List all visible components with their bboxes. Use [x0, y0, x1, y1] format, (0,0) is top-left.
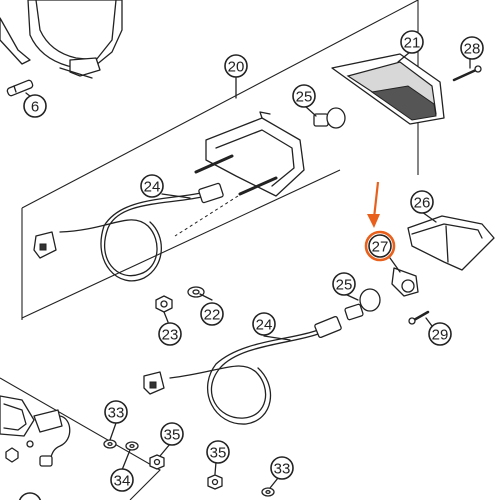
callout-25-bottom: 25 [332, 272, 356, 296]
hardware-washer-33b [261, 487, 275, 497]
callout-33-left: 33 [104, 400, 128, 424]
highlight-arrow-shaft [372, 181, 380, 219]
callout-label: 33 [274, 461, 291, 478]
callout-24-bottom: 24 [252, 312, 276, 336]
callout-label: 35 [210, 445, 227, 462]
hardware-washer-34 [125, 441, 139, 451]
callout-label: 26 [414, 195, 431, 212]
callout-label: 24 [256, 317, 273, 334]
screw-part-28 [452, 65, 482, 82]
bulb-part-25-bottom [344, 288, 381, 321]
bracket-part-27 [391, 267, 419, 297]
hardware-washer-33a [103, 439, 117, 449]
callout-label: 23 [162, 327, 179, 344]
screw-part-29 [408, 310, 430, 325]
callout-label: 25 [336, 277, 353, 294]
callout-27-highlighted: 27 [364, 230, 396, 262]
callout-28: 28 [460, 36, 484, 60]
callout-label: 21 [404, 35, 421, 52]
callout-21: 21 [400, 30, 424, 54]
callout-24-top: 24 [140, 174, 164, 198]
callout-33-right: 33 [270, 456, 294, 480]
highlight-arrow [367, 181, 380, 228]
callout-26: 26 [410, 190, 434, 214]
callout-label: 22 [204, 307, 221, 324]
headlight-housing [0, 0, 123, 79]
callout-35-left: 35 [160, 422, 184, 446]
callout-label: 20 [228, 59, 245, 76]
nut-part-23 [155, 295, 173, 313]
highlight-arrow-head [367, 214, 380, 228]
callout-25-top: 25 [292, 84, 316, 108]
callout-label: 28 [464, 41, 481, 58]
wiring-harness-part-24-top [33, 182, 224, 282]
pin-part-6 [6, 79, 34, 97]
callout-29: 29 [428, 322, 452, 346]
hardware-nut-35b [207, 474, 223, 490]
callout-label: 35 [164, 427, 181, 444]
highlight-ring [364, 230, 396, 262]
lens-cover-part-26 [407, 215, 495, 271]
lens-part-21 [331, 53, 445, 125]
callout-label: 34 [114, 473, 131, 490]
callout-label: 27 [372, 239, 389, 256]
hardware-nut-35a [149, 454, 165, 470]
callout-22: 22 [200, 302, 224, 326]
callout-label: 6 [31, 99, 39, 116]
callout-label: 29 [432, 327, 449, 344]
callout-partial-bottom-left [18, 492, 42, 500]
turn-signal-frame [0, 377, 161, 500]
callout-23: 23 [158, 322, 182, 346]
callout-35-right: 35 [206, 440, 230, 464]
callout-34: 34 [110, 468, 134, 492]
callout-label: 33 [108, 405, 125, 422]
callout-6: 6 [23, 94, 47, 118]
wiring-harness-part-24-bottom [143, 315, 342, 425]
callout-label: 25 [296, 89, 313, 106]
taillight-housing-part-20 [174, 111, 305, 237]
turn-signal-assembly [0, 395, 71, 467]
callout-label: 24 [144, 179, 161, 196]
callout-20: 20 [224, 54, 248, 78]
bulb-part-25-top [313, 107, 346, 129]
